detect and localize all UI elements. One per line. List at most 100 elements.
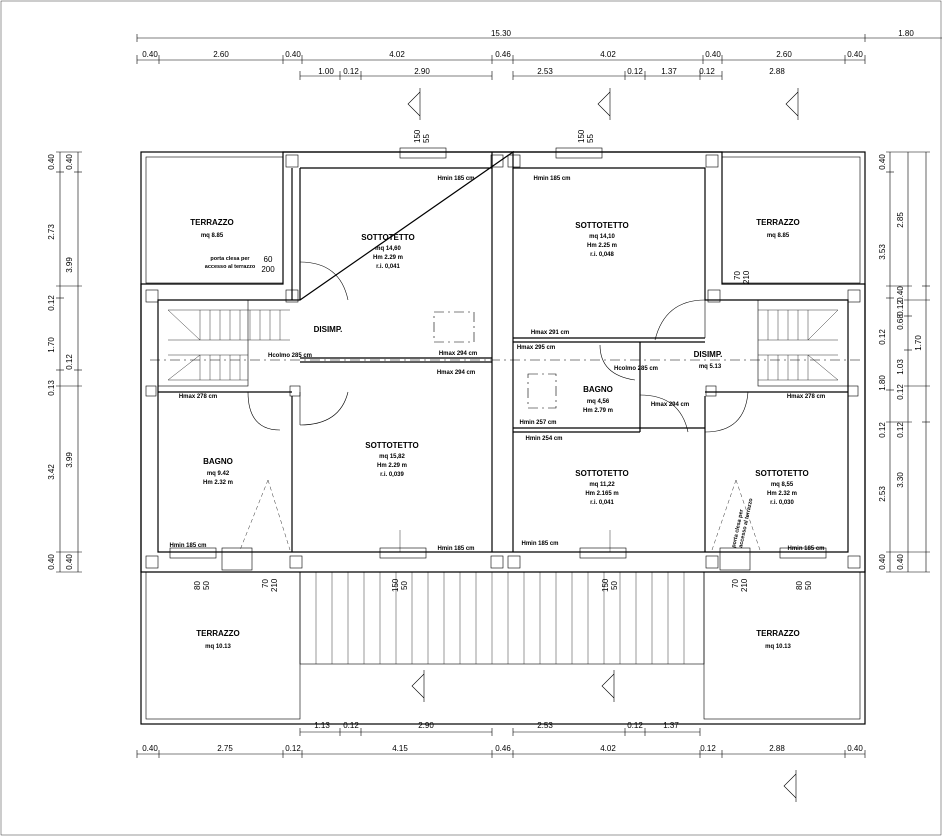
dim-top-4: 4.02 — [389, 50, 405, 59]
note-terrazzo-tl-1: porta clesa per — [210, 256, 250, 262]
dim-left-4: 1.70 — [47, 337, 56, 353]
door-70-r-b: 210 — [742, 270, 751, 284]
win-bot-r-b: 50 — [804, 581, 813, 590]
dim-right-extra: 1.80 — [898, 29, 914, 38]
win-bot-cl-b: 50 — [400, 581, 409, 590]
area-sottotetto-r: mq 8,55 — [771, 482, 794, 488]
dim-top2-3: 2.90 — [414, 67, 430, 76]
dim-bot1-2: 0.12 — [343, 721, 359, 730]
h-hmin-bl: Hmin 185 cm — [169, 543, 206, 549]
dim-right2-1: 2.85 — [896, 212, 905, 228]
h-hmin-bagno-c: Hmin 257 cm — [519, 420, 556, 426]
dim-left-3: 0.12 — [47, 295, 56, 311]
dim-top2-6: 1.37 — [661, 67, 677, 76]
dim-bot1-6: 1.37 — [663, 721, 679, 730]
door-70-br-b: 210 — [740, 578, 749, 592]
doors — [247, 261, 749, 433]
area-sottotetto-cr: mq 11,22 — [589, 482, 615, 488]
dim-top2-4: 2.53 — [537, 67, 553, 76]
label-bagno-l: BAGNO — [203, 457, 233, 466]
room-labels: TERRAZZO mq 8.85 porta clesa per accesso… — [190, 218, 809, 650]
h-hmin-bcl: Hmin 185 cm — [437, 546, 474, 552]
dim-right2-7: 0.12 — [896, 422, 905, 438]
dim-bot2-6: 4.02 — [600, 744, 616, 753]
win-bot-l-a: 80 — [193, 581, 202, 590]
dim-right-4: 1.80 — [878, 375, 887, 391]
dim-right-7: 0.40 — [878, 554, 887, 570]
dim-top-3: 0.40 — [285, 50, 301, 59]
area-terrazzo-br: mq 10.13 — [765, 644, 791, 650]
dim-left-6: 3.42 — [47, 464, 56, 480]
ri-sottotetto-tl: r.i. 0,041 — [376, 264, 400, 270]
dim-top2-5: 0.12 — [627, 67, 643, 76]
label-disimp-r: DISIMP. — [694, 350, 723, 359]
dim-top2-7: 0.12 — [699, 67, 715, 76]
dim-top2-1: 1.00 — [318, 67, 334, 76]
dim-bot1-5: 0.12 — [627, 721, 643, 730]
dim-right-1: 0.40 — [878, 154, 887, 170]
dim-left2-5: 0.40 — [65, 554, 74, 570]
label-sottotetto-cl: SOTTOTETTO — [365, 441, 418, 450]
h-hmin-tr: Hmin 185 cm — [533, 176, 570, 182]
hm-bagno-l: Hm 2.32 m — [203, 480, 233, 486]
area-terrazzo-bl: mq 10.13 — [205, 644, 231, 650]
ri-sottotetto-cr: r.i. 0,041 — [590, 500, 614, 506]
hm-sottotetto-cl: Hm 2.29 m — [377, 463, 407, 469]
h-hcolmo-r: Hcolmo 285 cm — [614, 366, 658, 372]
dim-top-7: 0.40 — [705, 50, 721, 59]
right-dimensions: 0.40 3.53 0.12 1.80 0.12 2.53 0.40 2.85 … — [878, 151, 930, 573]
door-200: 200 — [261, 265, 275, 274]
note-terrazzo-tl-2: accesso al terrazzo — [205, 264, 256, 270]
h-hmin-cr-top: Hmin 254 cm — [525, 436, 562, 442]
h-hmin-tl: Hmin 185 cm — [437, 176, 474, 182]
dim-bot2-5: 0.46 — [495, 744, 511, 753]
dim-bot2-8: 2.88 — [769, 744, 785, 753]
h-hmin-br: Hmin 185 cm — [787, 546, 824, 552]
opening-labels: 150 55 150 55 60 200 70 210 80 50 70 210… — [193, 129, 813, 592]
dim-right3-1: 1.70 — [914, 335, 923, 351]
area-bagno-c: mq 4,56 — [587, 399, 610, 405]
ri-sottotetto-tr: r.i. 0,048 — [590, 252, 614, 258]
label-sottotetto-tl: SOTTOTETTO — [361, 233, 414, 242]
label-terrazzo-tr: TERRAZZO — [756, 218, 800, 227]
dim-left2-4: 3.99 — [65, 452, 74, 468]
stairs-right — [758, 309, 839, 381]
dim-top-8: 2.60 — [776, 50, 792, 59]
hm-bagno-c: Hm 2.79 m — [583, 408, 613, 414]
bottom-terrace-pergola — [145, 571, 861, 720]
dim-right2-4: 0.68 — [896, 314, 905, 330]
win-bot-cl-a: 150 — [391, 578, 400, 592]
dim-bot2-9: 0.40 — [847, 744, 863, 753]
h-hmax-l: Hmax 278 cm — [179, 394, 217, 400]
h-hcolmo-l: Hcolmo 285 cm — [268, 353, 312, 359]
dim-right2-9: 0.40 — [896, 554, 905, 570]
sanitary-lines — [239, 479, 761, 552]
area-terrazzo-tr: mq 8.85 — [767, 233, 790, 239]
label-terrazzo-br: TERRAZZO — [756, 629, 800, 638]
label-sottotetto-cr: SOTTOTETTO — [575, 469, 628, 478]
dim-bot1-3: 2.90 — [418, 721, 434, 730]
dim-left-1: 0.40 — [47, 154, 56, 170]
win-bot-l-b: 50 — [202, 581, 211, 590]
label-terrazzo-tl: TERRAZZO — [190, 218, 234, 227]
hm-sottotetto-tl: Hm 2.29 m — [373, 255, 403, 261]
dim-bot2-3: 0.12 — [285, 744, 301, 753]
label-sottotetto-tr: SOTTOTETTO — [575, 221, 628, 230]
dim-left-7: 0.40 — [47, 554, 56, 570]
building-walls — [140, 150, 866, 725]
dim-bot2-1: 0.40 — [142, 744, 158, 753]
dim-top-9: 0.40 — [847, 50, 863, 59]
dim-right2-6: 0.12 — [896, 384, 905, 400]
area-sottotetto-tl: mq 14,60 — [375, 246, 401, 252]
win-bot-cr-a: 150 — [601, 578, 610, 592]
door-70-r-a: 70 — [733, 271, 742, 280]
dim-bot2-7: 0.12 — [700, 744, 716, 753]
area-bagno-l: mq 9.42 — [207, 471, 230, 477]
hm-sottotetto-tr: Hm 2.25 m — [587, 243, 617, 249]
dim-right2-3: 0.12 — [896, 300, 905, 316]
dim-bot1-4: 2.53 — [537, 721, 553, 730]
h-hmax-bagno-c: Hmax 294 cm — [651, 402, 689, 408]
hm-sottotetto-r: Hm 2.32 m — [767, 491, 797, 497]
height-labels: Hmin 185 cm Hmin 185 cm Hmax 294 cm Hmax… — [169, 176, 825, 552]
